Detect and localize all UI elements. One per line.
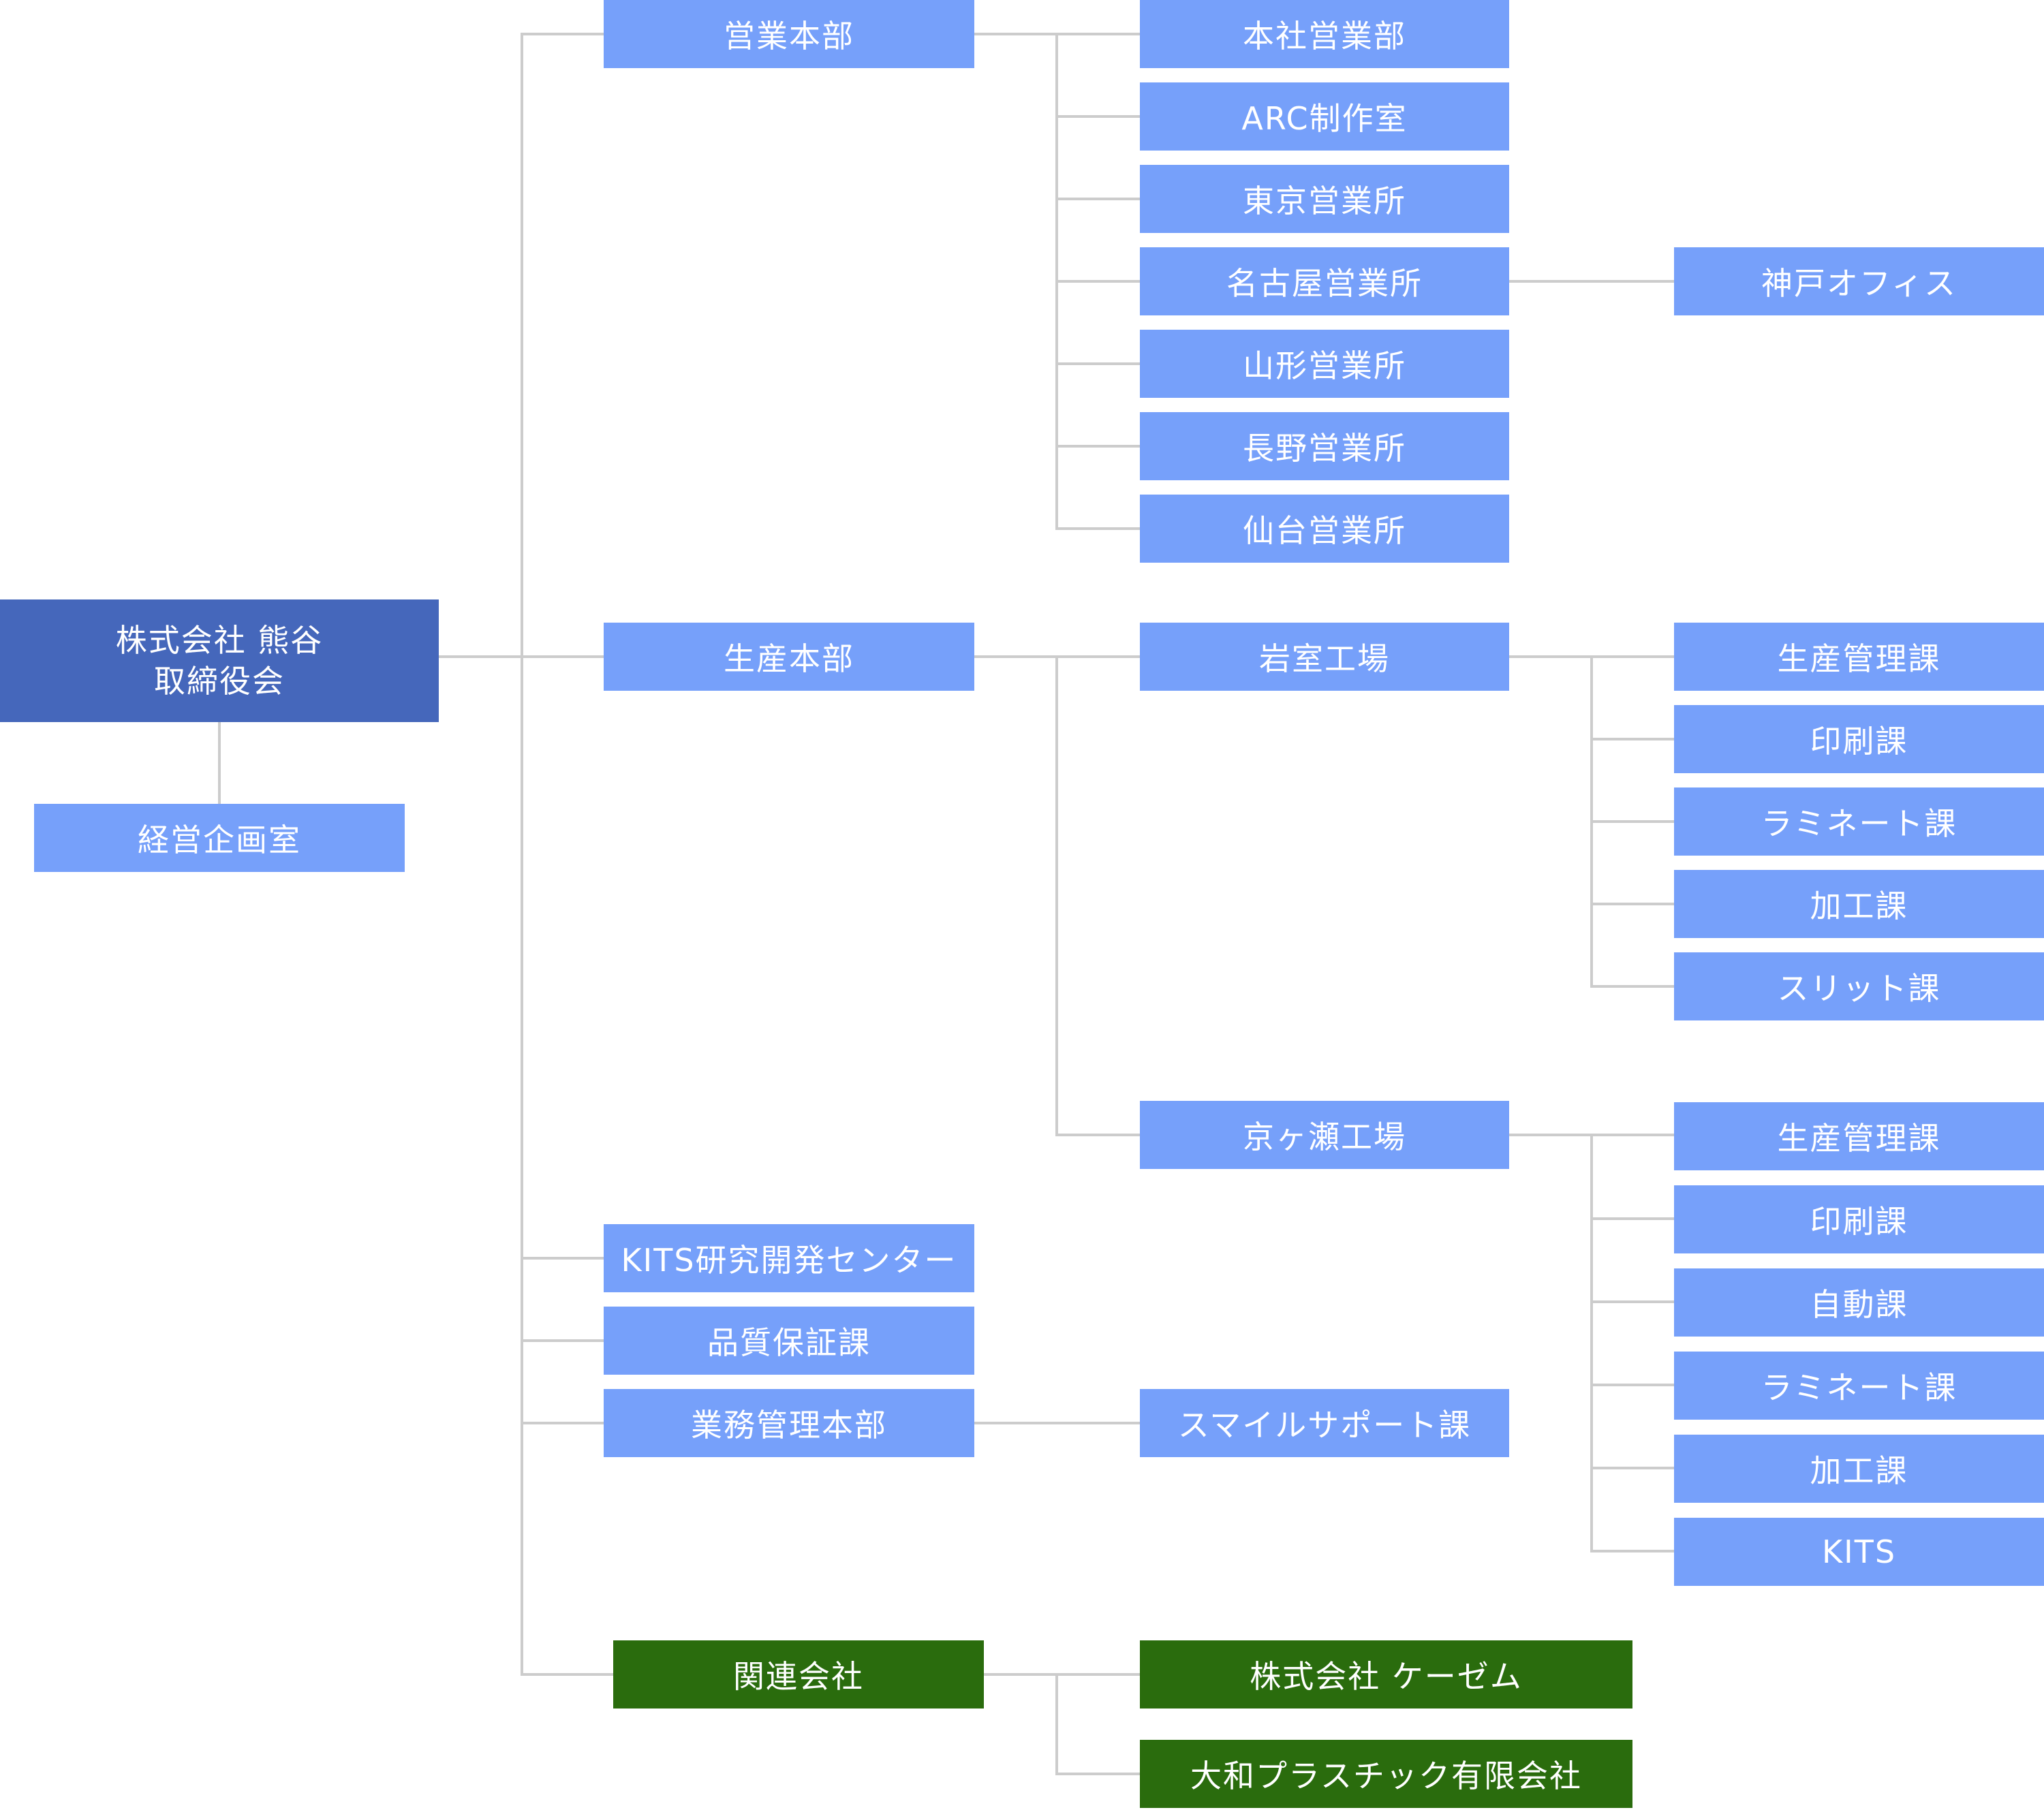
connector-kyogase-3 <box>1590 1300 1674 1303</box>
connector-kyogase-4 <box>1590 1384 1674 1386</box>
kobe-office-node: 神戸オフィス <box>1674 247 2044 315</box>
production-hq-node: 生産本部 <box>604 623 974 691</box>
sales-office-node: 本社営業部 <box>1140 0 1509 68</box>
connector-iwamuro-4 <box>1590 903 1674 905</box>
connector-iwamuro-2 <box>1590 738 1674 740</box>
connector-main-spine <box>521 33 523 1676</box>
connector-sales-3 <box>1055 198 1140 200</box>
sales-hq-node: 営業本部 <box>604 0 974 68</box>
kyogase-section-node: 自動課 <box>1674 1268 2044 1337</box>
connector-iwamuro-5 <box>1590 985 1674 988</box>
connector-sales-out <box>974 33 1057 35</box>
iwamuro-section-node: スリット課 <box>1674 952 2044 1020</box>
connector-kyogase-5 <box>1590 1467 1674 1469</box>
smile-support-node: スマイルサポート課 <box>1140 1389 1509 1457</box>
connector-admin-to-smile <box>974 1422 1140 1424</box>
kyogase-section-node: 加工課 <box>1674 1435 2044 1503</box>
affiliate-company-node: 大和プラスチック有限会社 <box>1140 1740 1632 1808</box>
connector-iwamuro-3 <box>1590 820 1674 823</box>
connector-affiliates-out <box>984 1673 1140 1676</box>
connector-sales-7 <box>1055 527 1140 530</box>
connector-sales-2 <box>1055 115 1140 118</box>
connector-affiliates-spine <box>1055 1673 1058 1775</box>
affiliate-company-node: 株式会社 ケーゼム <box>1140 1640 1632 1708</box>
affiliates-node: 関連会社 <box>613 1640 984 1708</box>
admin-hq-node: 業務管理本部 <box>604 1389 974 1457</box>
iwamuro-factory-node: 岩室工場 <box>1140 623 1509 691</box>
connector-kyogase-2 <box>1590 1217 1674 1220</box>
sales-office-node: 長野営業所 <box>1140 412 1509 480</box>
iwamuro-section-node: 印刷課 <box>1674 705 2044 773</box>
root-line-1: 株式会社 熊谷 <box>115 622 324 659</box>
kyogase-factory-node: 京ヶ瀬工場 <box>1140 1101 1509 1169</box>
iwamuro-section-node: ラミネート課 <box>1674 787 2044 856</box>
connector-root-to-planning <box>218 722 221 804</box>
kyogase-section-node: ラミネート課 <box>1674 1352 2044 1420</box>
connector-to-kits-center <box>521 1257 604 1260</box>
sales-office-node: ARC制作室 <box>1140 82 1509 151</box>
kits-center-node: KITS研究開発センター <box>604 1224 974 1292</box>
connector-to-sales-hq <box>521 33 604 35</box>
connector-to-affiliates <box>521 1673 613 1676</box>
connector-to-admin-hq <box>521 1422 604 1424</box>
connector-nagoya-to-kobe <box>1509 280 1674 283</box>
connector-kyogase-spine <box>1590 1134 1593 1552</box>
connector-sales-1 <box>1055 33 1140 35</box>
connector-root-to-spine <box>439 655 522 658</box>
connector-kyogase-6 <box>1590 1550 1674 1552</box>
connector-to-quality <box>521 1339 604 1342</box>
iwamuro-section-node: 生産管理課 <box>1674 623 2044 691</box>
connector-to-kyogase <box>1055 1134 1140 1136</box>
corporate-planning-node: 経営企画室 <box>34 804 405 872</box>
connector-to-production-hq <box>521 655 604 658</box>
kyogase-section-node: 生産管理課 <box>1674 1102 2044 1170</box>
kyogase-section-node: 印刷課 <box>1674 1185 2044 1253</box>
connector-affiliates-2 <box>1055 1773 1140 1775</box>
quality-assurance-node: 品質保証課 <box>604 1307 974 1375</box>
sales-office-node: 名古屋営業所 <box>1140 247 1509 315</box>
sales-office-node: 仙台営業所 <box>1140 495 1509 563</box>
board-of-directors-node: 株式会社 熊谷 取締役会 <box>0 599 439 722</box>
connector-sales-6 <box>1055 445 1140 448</box>
kyogase-section-node: KITS <box>1674 1518 2044 1586</box>
sales-office-node: 山形営業所 <box>1140 330 1509 398</box>
connector-sales-5 <box>1055 362 1140 365</box>
connector-sales-4 <box>1055 280 1140 283</box>
iwamuro-section-node: 加工課 <box>1674 870 2044 938</box>
sales-office-node: 東京営業所 <box>1140 165 1509 233</box>
root-line-2: 取締役会 <box>154 663 285 700</box>
connector-production-spine <box>1055 655 1058 1136</box>
